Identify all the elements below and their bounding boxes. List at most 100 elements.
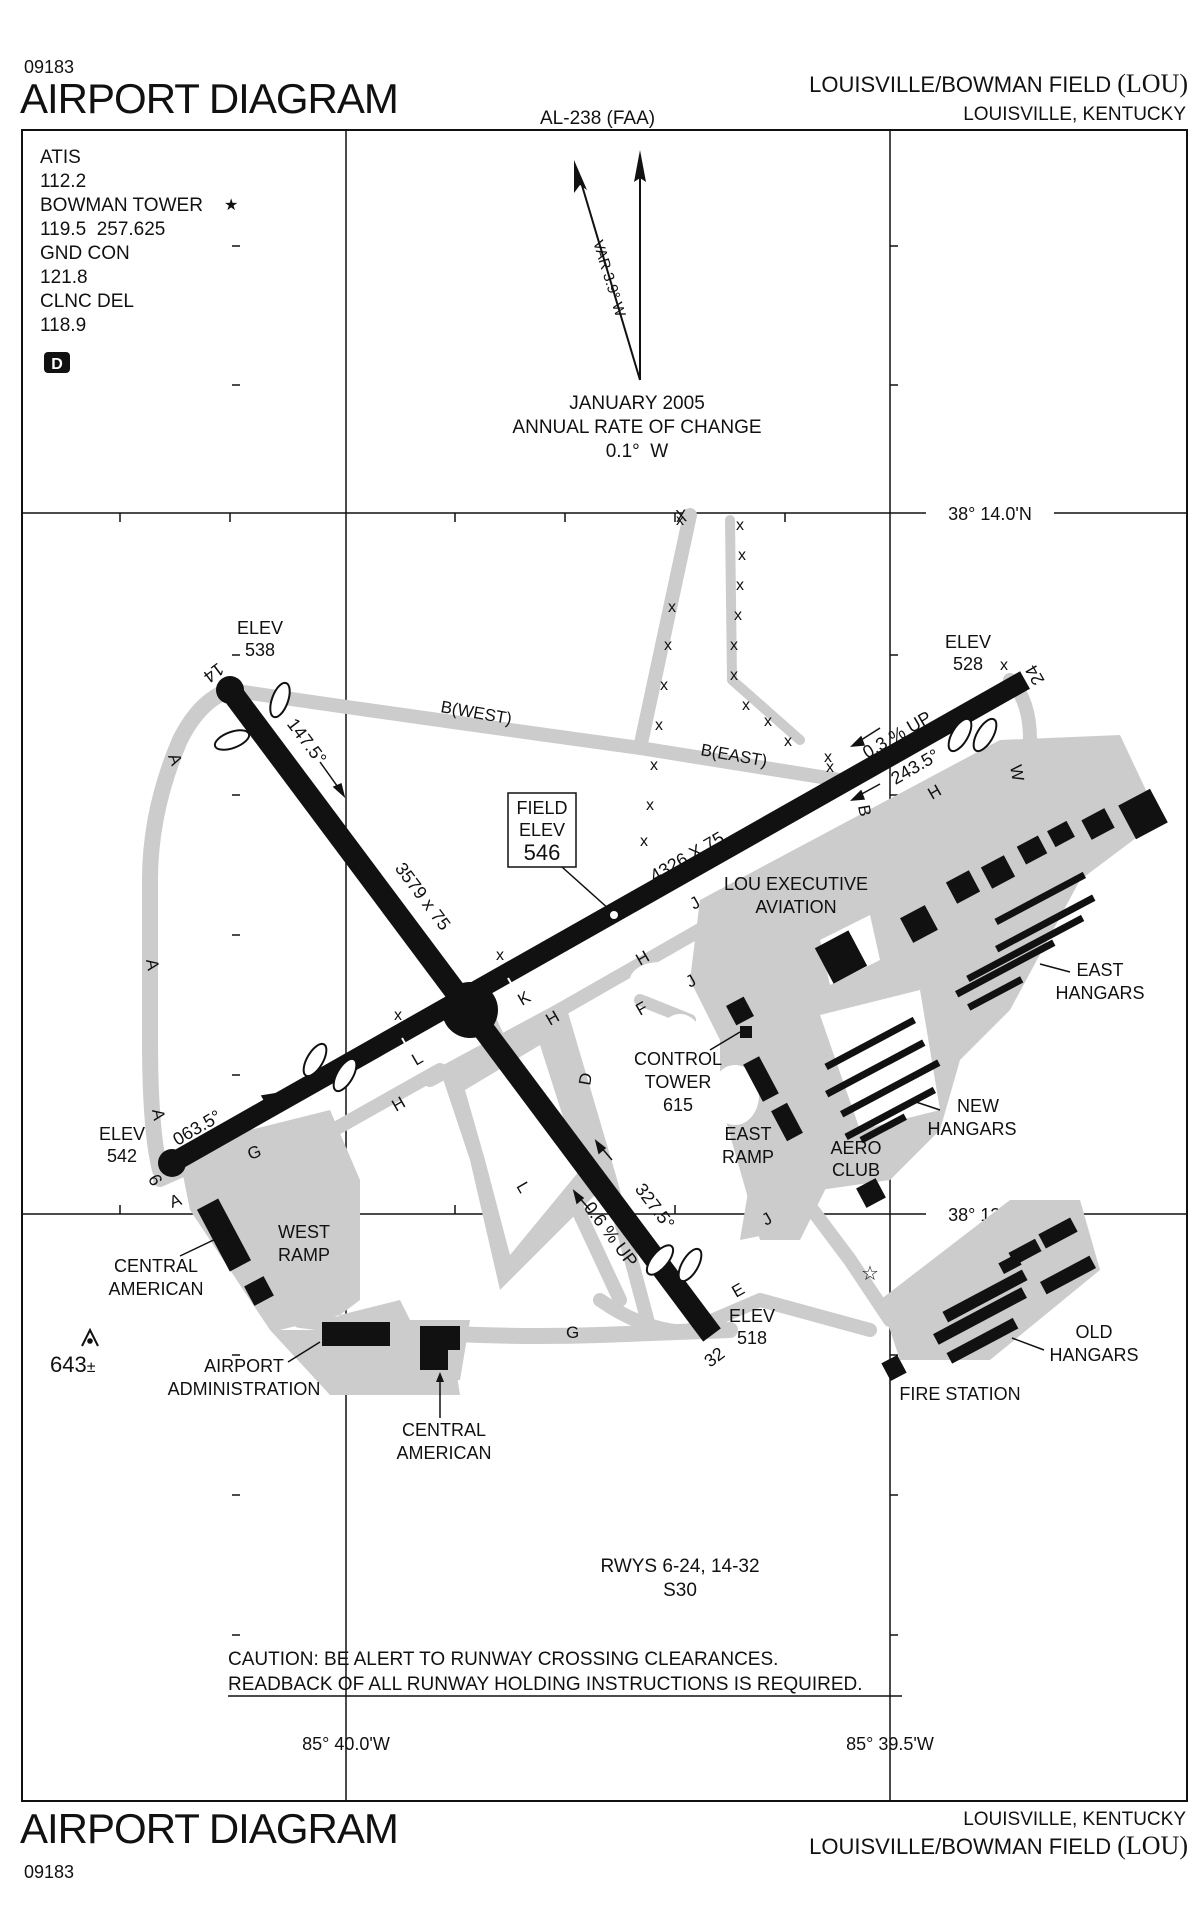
caution-line-1: CAUTION: BE ALERT TO RUNWAY CROSSING CLE… xyxy=(228,1649,778,1670)
svg-text:x: x xyxy=(736,577,744,594)
mag-epoch: JANUARY 2005 xyxy=(569,393,705,414)
twy-w-label: W xyxy=(1006,763,1027,782)
west-ramp-area xyxy=(180,1110,470,1380)
mag-variation: VAR 3.9° W xyxy=(589,238,629,319)
aero-club-label-1: AERO xyxy=(830,1138,881,1158)
old-hangars-label-2: HANGARS xyxy=(1049,1345,1138,1365)
fire-station-building xyxy=(881,1354,907,1382)
twy-a-label-4: A xyxy=(167,1190,185,1212)
twy-e-label: E xyxy=(729,1279,748,1301)
field-elev-label-2: ELEV xyxy=(519,820,565,840)
svg-text:x: x xyxy=(736,517,744,534)
lou-exec-label-1: LOU EXECUTIVE xyxy=(724,874,868,894)
svg-text:x: x xyxy=(646,797,654,814)
tower-star-map-icon: ☆ xyxy=(861,1263,879,1285)
freq-tower-value: 119.5 257.625 xyxy=(40,219,165,240)
twy-g-label-1: G xyxy=(245,1141,264,1163)
central-american-south-label-1: CENTRAL xyxy=(402,1420,486,1440)
central-american-west-label-2: AMERICAN xyxy=(108,1279,203,1299)
twy-x-label: X xyxy=(675,506,688,526)
new-hangars-label-1: NEW xyxy=(957,1096,999,1116)
freq-atis-name: ATIS xyxy=(40,147,81,168)
west-ramp-label-1: WEST xyxy=(278,1222,330,1242)
control-tower-label-1: CONTROL xyxy=(634,1049,722,1069)
new-hangars xyxy=(824,1016,941,1144)
east-ramp-label-1: EAST xyxy=(724,1124,771,1144)
field-elev-label-1: FIELD xyxy=(516,798,567,818)
freq-clnc-name: CLNC DEL xyxy=(40,291,134,312)
east-hangars xyxy=(955,871,1096,1011)
svg-text:x: x xyxy=(676,512,684,529)
chart-number: 09183 xyxy=(24,57,74,77)
svg-text:x: x xyxy=(826,759,834,776)
east-hangars-label-2: HANGARS xyxy=(1055,983,1144,1003)
east-ramp-label-2: RAMP xyxy=(722,1147,774,1167)
runway-intersection xyxy=(442,982,498,1038)
twy-k-label: K xyxy=(515,987,535,1009)
central-american-south-building xyxy=(420,1326,460,1370)
obstacle-icon xyxy=(81,1327,99,1347)
footer-airport-name: LOUISVILLE/BOWMAN FIELD (LOU) xyxy=(809,1831,1188,1860)
svg-text:x: x xyxy=(660,677,668,694)
diagram-frame xyxy=(21,129,1188,1802)
lat-north-label: 38° 14.0'N xyxy=(948,504,1032,524)
svg-text:x: x xyxy=(730,667,738,684)
west-ramp-label-2: RAMP xyxy=(278,1245,330,1265)
lon-east-label: 85° 39.5'W xyxy=(846,1734,934,1754)
twy-d-label: D xyxy=(575,1071,596,1086)
svg-text:x: x xyxy=(742,697,750,714)
freq-atis-value: 112.2 xyxy=(40,171,86,192)
runways-note: RWYS 6-24, 14-32 xyxy=(600,1556,759,1577)
tower-star-icon: ★ xyxy=(224,197,238,214)
elev-24-value: 528 xyxy=(953,654,983,674)
elev-24-label: ELEV xyxy=(945,632,991,652)
old-hangars-label-1: OLD xyxy=(1075,1322,1112,1342)
airport-name: LOUISVILLE/BOWMAN FIELD (LOU) xyxy=(809,69,1188,98)
freq-tower-name: BOWMAN TOWER xyxy=(40,195,203,216)
freq-gnd-value: 121.8 xyxy=(40,267,88,288)
central-american-west-label-1: CENTRAL xyxy=(114,1256,198,1276)
heading-arrows xyxy=(229,727,881,1211)
svg-text:x: x xyxy=(640,833,648,850)
caution-line-2: READBACK OF ALL RUNWAY HOLDING INSTRUCTI… xyxy=(228,1674,863,1695)
central-american-west-building xyxy=(196,1198,252,1272)
aero-club-building xyxy=(856,1178,886,1208)
control-tower-building xyxy=(726,996,754,1026)
elev-32-label: ELEV xyxy=(729,1306,775,1326)
airport-location: LOUISVILLE, KENTUCKY xyxy=(963,104,1186,125)
footer-chart-number: 09183 xyxy=(24,1862,74,1882)
buildings xyxy=(196,788,1168,1382)
rwy-32-end: 32 xyxy=(700,1343,728,1371)
frequency-list: ATIS 112.2 BOWMAN TOWER ★ 119.5 257.625 … xyxy=(40,147,238,336)
airport-admin-label-1: AIRPORT xyxy=(204,1356,284,1376)
lou-exec-label-2: AVIATION xyxy=(755,897,836,917)
elev-6-label: ELEV xyxy=(99,1124,145,1144)
north-arrow-icon xyxy=(634,150,646,380)
elev-14-value: 538 xyxy=(245,640,275,660)
svg-text:x: x xyxy=(730,637,738,654)
twy-a-label-3: A xyxy=(148,1107,169,1122)
elev-32-value: 518 xyxy=(737,1328,767,1348)
svg-text:x: x xyxy=(784,733,792,750)
field-elev-box xyxy=(507,792,577,868)
svg-text:x: x xyxy=(496,947,504,964)
obstacle-elevation: 643± xyxy=(50,1352,96,1377)
aero-club-label-2: CLUB xyxy=(832,1160,880,1180)
magnetic-north-arrow-icon xyxy=(574,160,641,381)
s-note: S30 xyxy=(663,1580,697,1601)
svg-text:x: x xyxy=(650,757,658,774)
twy-g-label-2: G xyxy=(566,1323,579,1342)
svg-text:x: x xyxy=(664,637,672,654)
svg-text:x: x xyxy=(668,599,676,616)
datalink-badge-box xyxy=(44,352,70,373)
control-tower-label-2: TOWER xyxy=(645,1072,712,1092)
freq-clnc-value: 118.9 xyxy=(40,315,86,336)
twy-a-label-2: A xyxy=(142,957,163,972)
doc-id: AL-238 (FAA) xyxy=(540,108,655,129)
runway-6-24 xyxy=(158,671,1030,1177)
airport-admin-building xyxy=(322,1322,390,1346)
airport-admin-label-2: ADMINISTRATION xyxy=(168,1379,321,1399)
infield-cutout xyxy=(465,1045,580,1255)
field-elev-value: 546 xyxy=(524,840,561,865)
